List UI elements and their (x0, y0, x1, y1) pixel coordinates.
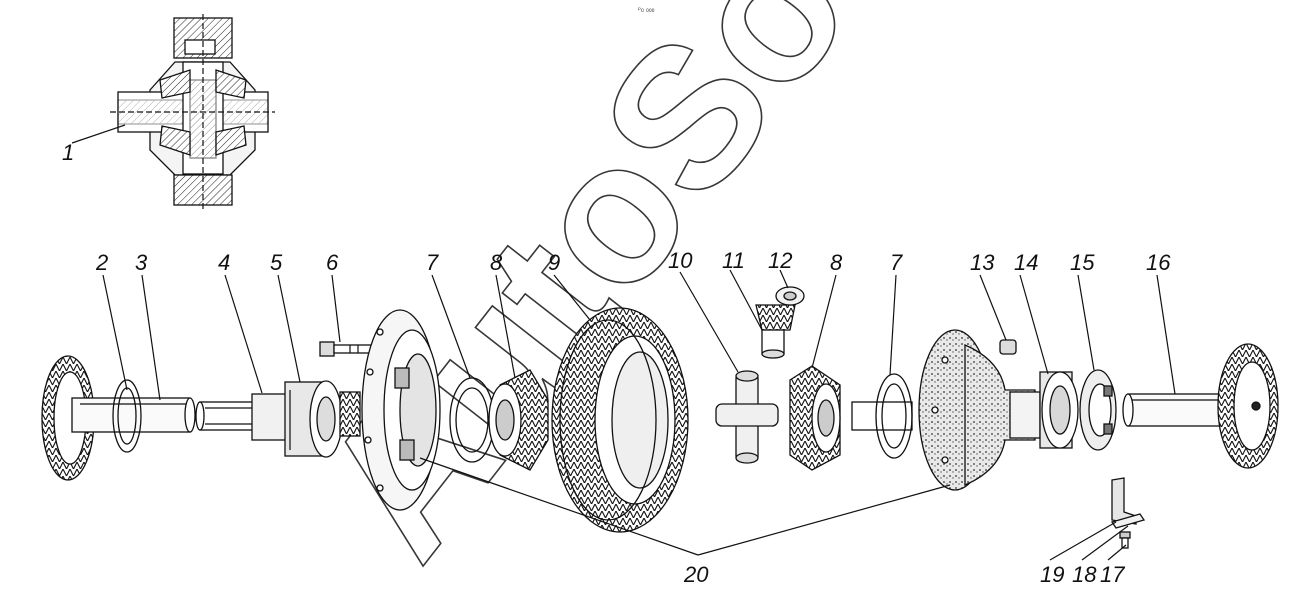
callout-12: 12 (768, 248, 792, 273)
roller-bearing-right (1039, 371, 1079, 449)
callout-20: 20 (683, 562, 709, 587)
roller-bearing-left (284, 380, 343, 458)
callout-11: 11 (722, 248, 745, 273)
leader-lines (71, 124, 1176, 561)
side-gear-left (488, 369, 549, 471)
callout-9: 9 (548, 250, 560, 275)
callout-15: 15 (1070, 250, 1095, 275)
pinion-gear (755, 304, 796, 359)
adjusting-nut (1079, 369, 1117, 451)
callout-13: 13 (970, 250, 995, 275)
differential-case-right-half (918, 329, 1041, 491)
callout-3: 3 (135, 250, 148, 275)
callout-labels: 1 2 3 4 5 6 7 8 9 10 11 12 8 7 13 14 15 … (62, 140, 1171, 587)
callout-7b: 7 (890, 250, 903, 275)
callout-6: 6 (326, 250, 339, 275)
spherical-washer (775, 286, 805, 306)
callout-8: 8 (490, 250, 503, 275)
callout-5: 5 (270, 250, 283, 275)
lock-washer (1110, 513, 1146, 529)
callout-14: 14 (1014, 250, 1038, 275)
callout-17: 17 (1100, 562, 1125, 587)
bolt (319, 341, 375, 357)
thrust-washer-7-right (851, 373, 913, 459)
differential-case-left-half (339, 309, 441, 511)
side-gear-right (789, 365, 841, 471)
left-axle-shaft (41, 355, 196, 481)
nut (999, 339, 1017, 355)
callout-18: 18 (1072, 562, 1097, 587)
splined-half-shaft (195, 393, 289, 441)
right-axle-shaft (1122, 343, 1279, 469)
header-mark: ᵖ₀ ₀₀₀ (638, 6, 655, 14)
callout-19: 19 (1040, 562, 1064, 587)
screw (1119, 531, 1131, 549)
ring-gear (551, 307, 689, 533)
callout-8b: 8 (830, 250, 843, 275)
callout-10: 10 (668, 248, 693, 273)
callout-4: 4 (218, 250, 230, 275)
differential-cross-section (110, 14, 275, 210)
callout-2: 2 (95, 250, 108, 275)
spider-cross (715, 370, 779, 464)
callout-7: 7 (426, 250, 439, 275)
callout-1: 1 (62, 140, 74, 165)
callout-16: 16 (1146, 250, 1171, 275)
